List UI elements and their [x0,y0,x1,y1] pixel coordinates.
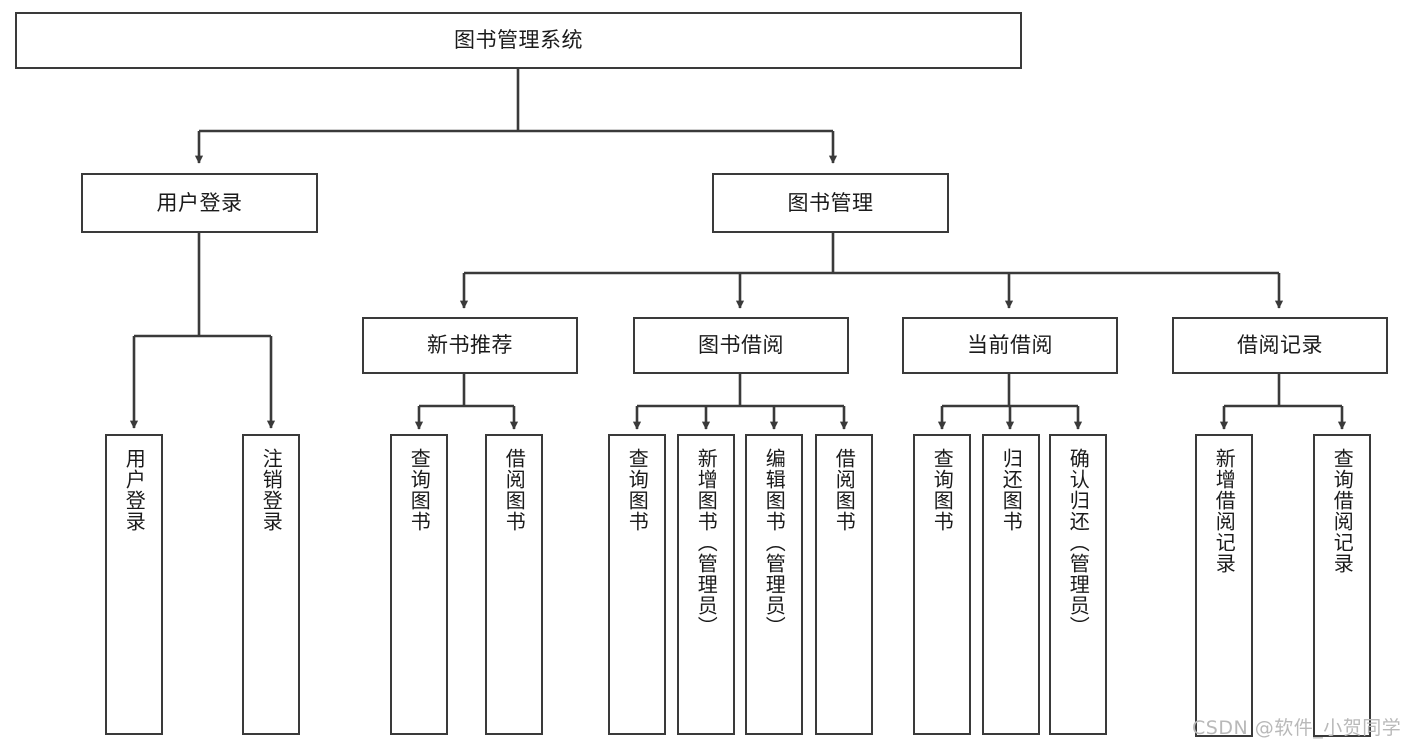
leaf-confirm-return[interactable]: 确认归还（管理员） [1049,434,1107,735]
node-book-management[interactable]: 图书管理 [712,173,949,233]
node-new-book-recommend[interactable]: 新书推荐 [362,317,578,374]
node-root[interactable]: 图书管理系统 [15,12,1022,69]
leaf-borrow-book-1[interactable]: 借阅图书 [485,434,543,735]
leaf-query-book-2[interactable]: 查询图书 [608,434,666,735]
node-book-management-label: 图书管理 [787,190,874,215]
leaf-add-record-label: 新增借阅记录 [1212,448,1237,574]
leaf-borrow-book-2[interactable]: 借阅图书 [815,434,873,735]
leaf-logout-label: 注销登录 [259,448,284,532]
leaf-query-book-3[interactable]: 查询图书 [913,434,971,735]
watermark: CSDN @软件_小贺同学 [1192,717,1402,739]
leaf-user-login[interactable]: 用户登录 [105,434,163,735]
leaf-add-record[interactable]: 新增借阅记录 [1195,434,1253,737]
node-borrow-record[interactable]: 借阅记录 [1172,317,1388,374]
leaf-edit-book-label: 编辑图书（管理员） [762,448,787,637]
leaf-query-record[interactable]: 查询借阅记录 [1313,434,1371,737]
node-user-login-label: 用户登录 [156,190,243,215]
leaf-add-book[interactable]: 新增图书（管理员） [677,434,735,735]
leaf-return-book[interactable]: 归还图书 [982,434,1040,735]
leaf-add-book-label: 新增图书（管理员） [694,448,719,637]
leaf-query-book-1[interactable]: 查询图书 [390,434,448,735]
leaf-query-book-2-label: 查询图书 [625,448,650,532]
node-user-login[interactable]: 用户登录 [81,173,318,233]
node-root-label: 图书管理系统 [454,28,583,53]
node-borrow-record-label: 借阅记录 [1237,333,1323,358]
leaf-user-login-label: 用户登录 [122,448,147,532]
leaf-borrow-book-2-label: 借阅图书 [832,448,857,532]
leaf-return-book-label: 归还图书 [999,448,1024,532]
node-book-borrow-label: 图书借阅 [698,333,784,358]
node-book-borrow[interactable]: 图书借阅 [633,317,849,374]
leaf-logout[interactable]: 注销登录 [242,434,300,735]
leaf-edit-book[interactable]: 编辑图书（管理员） [745,434,803,735]
leaf-query-book-1-label: 查询图书 [407,448,432,532]
node-current-borrow[interactable]: 当前借阅 [902,317,1118,374]
leaf-borrow-book-1-label: 借阅图书 [502,448,527,532]
node-current-borrow-label: 当前借阅 [967,333,1053,358]
leaf-confirm-return-label: 确认归还（管理员） [1066,448,1091,637]
node-new-book-recommend-label: 新书推荐 [427,333,513,358]
leaf-query-book-3-label: 查询图书 [930,448,955,532]
leaf-query-record-label: 查询借阅记录 [1330,448,1355,574]
